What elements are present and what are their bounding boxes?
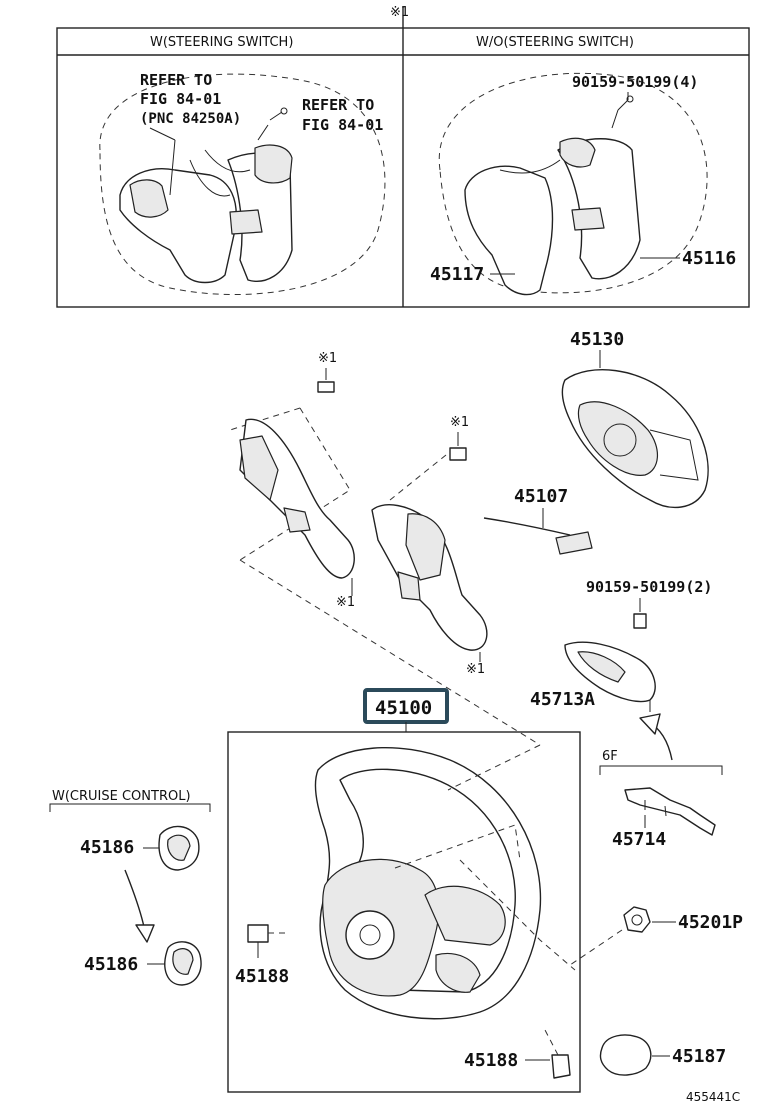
- inset-left-header: W(STEERING SWITCH): [150, 35, 293, 50]
- refer1-line1: REFER TO: [140, 71, 212, 89]
- refer1-line2: FIG 84-01: [140, 90, 221, 108]
- inset-pad-left-label: 45117: [430, 264, 484, 285]
- cap-label: 45187: [672, 1046, 726, 1067]
- refer2-line1: REFER TO: [302, 96, 374, 114]
- switch-assembly-left: ※1 ※1: [229, 351, 355, 610]
- bracket-label: 45714: [612, 829, 666, 850]
- mark-1: ※1: [318, 351, 337, 366]
- wheel-label: 45100: [375, 697, 432, 719]
- screw-lower: 45188: [464, 1029, 571, 1079]
- nut-label: 45201P: [678, 912, 743, 933]
- steering-wheel: [239, 559, 576, 1020]
- cover-label: 45713A: [530, 689, 595, 710]
- inset-note-mark: ※1: [390, 5, 409, 20]
- screw-upper: 45188: [235, 924, 289, 987]
- bracket-group: 6F 45714: [599, 749, 723, 850]
- inset-bolt-label: 90159-50199(4): [572, 73, 698, 91]
- cover-assembly: 90159-50199(2) 45713A: [530, 578, 712, 712]
- inset-right-wheel: [438, 72, 708, 296]
- nut-group: 45201P: [569, 906, 743, 966]
- bolt2-label: 90159-50199(2): [586, 578, 712, 596]
- inset-right-header: W/O(STEERING SWITCH): [476, 35, 634, 50]
- cap-group: 45187: [599, 1034, 726, 1076]
- refer1-line3: (PNC 84250A): [140, 111, 241, 127]
- cruise-header: W(CRUISE CONTROL): [52, 789, 191, 804]
- cruise-b-label: 45186: [84, 954, 138, 975]
- inset-left-wheel: [99, 73, 386, 296]
- cruise-control-group: W(CRUISE CONTROL) 45186 45186: [49, 789, 211, 986]
- mark-3: ※1: [450, 415, 469, 430]
- mark-2: ※1: [336, 595, 355, 610]
- variant-label: 6F: [602, 749, 618, 764]
- wheel-box: 45100: [227, 688, 581, 1093]
- figure-ref-code: 455441C: [686, 1090, 740, 1104]
- inset-pad-right-label: 45116: [682, 248, 736, 269]
- inset-panel: ※1 W(STEERING SWITCH) W/O(STEERING SWITC…: [56, 5, 750, 308]
- refer2-line2: FIG 84-01: [302, 116, 383, 134]
- screw-a-label: 45188: [235, 966, 289, 987]
- cruise-a-label: 45186: [80, 837, 134, 858]
- mark-4: ※1: [466, 662, 485, 677]
- airbag-label: 45130: [570, 329, 624, 350]
- airbag-pad: 45130: [561, 329, 709, 509]
- switch-assembly-right: ※1 ※1: [371, 415, 488, 677]
- wire-label: 45107: [514, 486, 568, 507]
- screw-b-label: 45188: [464, 1050, 518, 1071]
- wire-harness: 45107: [483, 486, 593, 555]
